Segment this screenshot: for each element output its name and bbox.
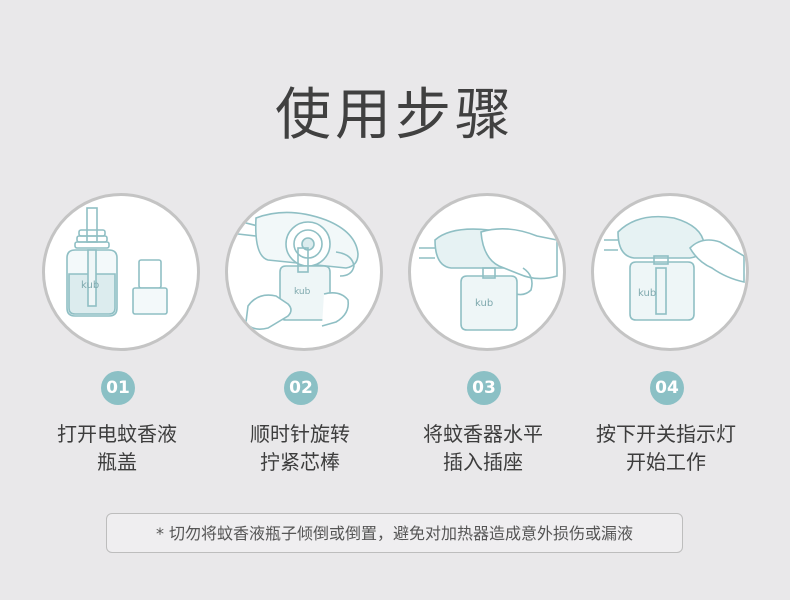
twist-bottle-into-heater-icon: kub bbox=[237, 211, 359, 330]
step-1-caption-line1: 打开电蚊香液 bbox=[57, 422, 177, 446]
step-2-caption-line2: 拧紧芯棒 bbox=[260, 450, 340, 474]
step-1-caption: 打开电蚊香液 瓶盖 bbox=[27, 420, 207, 476]
step-3: kub 03 将蚊香器水平 插入插座 bbox=[393, 193, 573, 483]
step-2-caption: 顺时针旋转 拧紧芯棒 bbox=[210, 420, 390, 476]
step-2-number-badge: 02 bbox=[284, 371, 318, 405]
step-3-caption-line2: 插入插座 bbox=[443, 450, 523, 474]
step-1: kub 01 打开电蚊香液 瓶盖 bbox=[27, 193, 207, 483]
bottle-and-cap-icon: kub bbox=[66, 207, 168, 317]
step-2-caption-line1: 顺时针旋转 bbox=[250, 422, 350, 446]
step-2-brand: kub bbox=[294, 287, 311, 297]
step-3-illustration: kub bbox=[408, 193, 566, 351]
plug-into-socket-icon: kub bbox=[419, 228, 558, 331]
step-4-caption-line2: 开始工作 bbox=[626, 450, 706, 474]
step-2-illustration: kub bbox=[225, 193, 383, 351]
step-4-caption-line1: 按下开关指示灯 bbox=[596, 422, 736, 446]
step-3-brand: kub bbox=[475, 298, 493, 309]
step-4-illustration: kub bbox=[591, 193, 749, 351]
step-3-caption: 将蚊香器水平 插入插座 bbox=[393, 420, 573, 476]
press-switch-icon: kub bbox=[604, 215, 745, 321]
step-4-caption: 按下开关指示灯 开始工作 bbox=[576, 420, 756, 476]
step-1-brand: kub bbox=[81, 280, 99, 291]
warning-notice: * 切勿将蚊香液瓶子倾倒或倒置，避免对加热器造成意外损伤或漏液 bbox=[106, 513, 683, 553]
step-4-brand: kub bbox=[638, 288, 656, 299]
step-4: kub 04 按下开关指示灯 开始工作 bbox=[576, 193, 756, 483]
page-title: 使用步骤 bbox=[275, 83, 515, 148]
step-4-number-badge: 04 bbox=[650, 371, 684, 405]
step-3-caption-line1: 将蚊香器水平 bbox=[423, 422, 543, 446]
step-1-illustration: kub bbox=[42, 193, 200, 351]
step-2: kub 02 顺时针旋转 拧紧芯棒 bbox=[210, 193, 390, 483]
step-3-number-badge: 03 bbox=[467, 371, 501, 405]
step-1-number-badge: 01 bbox=[101, 371, 135, 405]
step-1-caption-line2: 瓶盖 bbox=[97, 450, 137, 474]
